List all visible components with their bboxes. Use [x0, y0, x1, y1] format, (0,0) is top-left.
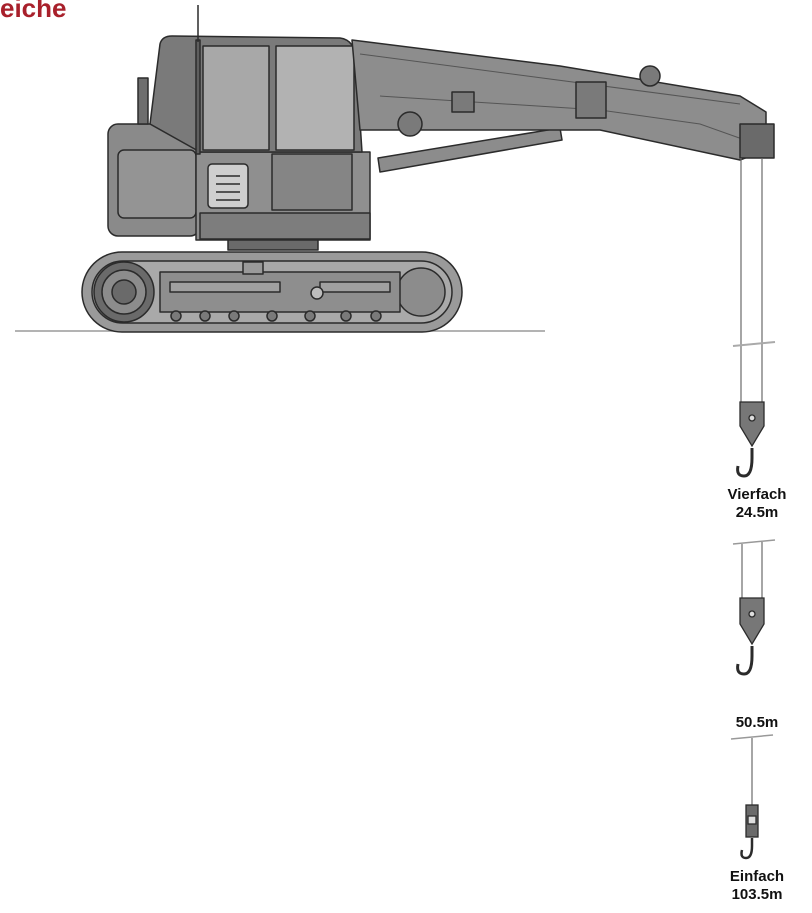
single-hook-icon — [740, 804, 759, 860]
hook-config-height: 24.5m — [735, 504, 779, 521]
hook-block-icon — [736, 597, 765, 676]
hoist-ropes-2 — [732, 539, 776, 598]
hook-config-height: 50.5m — [735, 714, 779, 731]
crawler-track-icon — [81, 251, 463, 333]
hook-config-label: Einfach 103.5m — [712, 868, 802, 904]
crane-machine-icon — [81, 5, 775, 333]
hook-config-height: 103.5m — [731, 886, 783, 903]
hook-config-label: Vierfach 24.5m — [712, 486, 802, 522]
boom-icon — [351, 39, 775, 161]
cab-icon — [149, 5, 363, 209]
hoist-rope-single — [730, 734, 774, 805]
page-title: eiche — [0, 0, 67, 23]
hook-config-label: 50.5m — [712, 714, 802, 732]
luffing-cylinder — [377, 127, 563, 173]
upper-structure — [107, 77, 371, 241]
hoist-ropes — [732, 158, 776, 402]
hook-config-name: Vierfach — [727, 486, 787, 503]
hook-block-icon — [736, 401, 765, 478]
hook-config-name: Einfach — [729, 868, 785, 885]
